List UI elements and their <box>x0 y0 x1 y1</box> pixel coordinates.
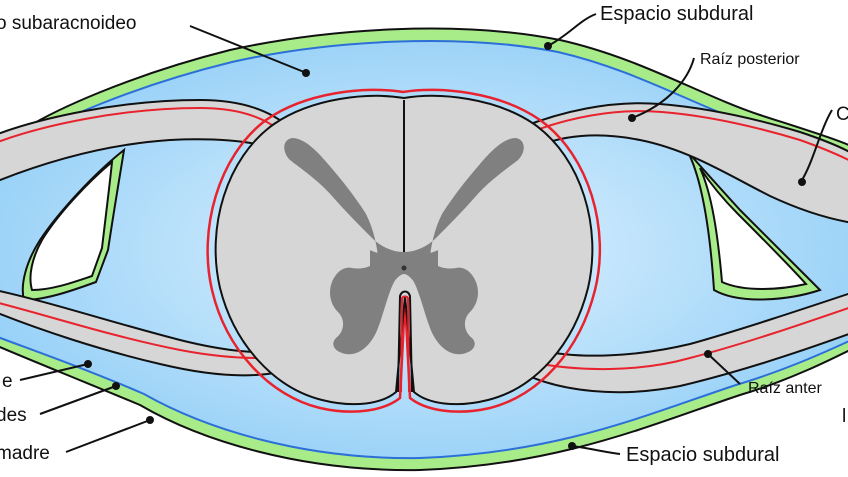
pia-mater-upper-right <box>525 110 848 161</box>
anterior-root-band-right <box>518 292 848 394</box>
dot-subdural-bottom <box>568 442 576 450</box>
dot-arachnoid-cut <box>112 382 120 390</box>
posterior-root-band-right <box>518 102 848 224</box>
anterior-median-fissure <box>397 290 413 393</box>
left-lateral-gap-inner <box>29 159 114 292</box>
leader-cut-right <box>801 109 833 181</box>
leader-subarachnoid <box>189 25 305 73</box>
leader-subdural-bottom <box>571 445 621 455</box>
dot-pia-cut <box>84 360 92 368</box>
gray-commissure <box>370 250 438 272</box>
label-cut-right: C <box>836 104 848 125</box>
leader-dots <box>84 42 806 450</box>
gray-matter <box>284 138 524 355</box>
label-anterior-root: Raíz anter <box>748 380 822 397</box>
right-lateral-gap-inner <box>699 167 808 290</box>
dot-subdural-top <box>544 42 552 50</box>
dot-subarachnoid <box>302 69 310 77</box>
label-cut-right-lower: l <box>842 406 846 427</box>
label-dura-cut: madre <box>0 443 50 464</box>
dot-cut-right <box>798 178 806 186</box>
pia-mater-upper-left <box>0 106 283 143</box>
label-posterior-root: Raíz posterior <box>700 51 800 68</box>
label-pia-cut: e <box>2 371 13 392</box>
label-arachnoid-cut: des <box>0 405 27 426</box>
leader-lines <box>19 13 833 455</box>
pia-mater-lower-right <box>529 307 848 371</box>
label-subdural-top: Espacio subdural <box>600 3 753 25</box>
dot-posterior-root <box>628 114 636 122</box>
label-subdural-bottom: Espacio subdural <box>626 444 779 466</box>
leader-dura-cut <box>65 419 151 453</box>
dot-anterior-root <box>704 350 712 358</box>
anterior-fissure-pia <box>400 295 410 393</box>
dot-dura-cut <box>146 416 154 424</box>
central-canal <box>401 265 407 271</box>
leader-pia-cut <box>19 363 89 381</box>
label-subarachnoid: o subaracnoideo <box>0 13 137 34</box>
leader-subdural-top <box>547 13 597 47</box>
leader-anterior-root <box>707 353 741 385</box>
leader-arachnoid-cut <box>39 385 117 415</box>
leader-posterior-root <box>631 57 695 119</box>
